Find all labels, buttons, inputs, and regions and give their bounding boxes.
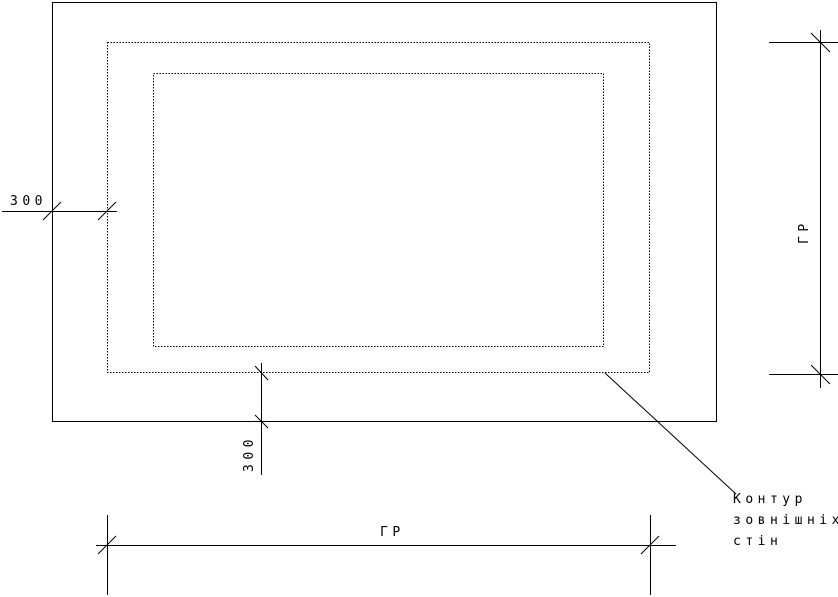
dim-label-bottom-gr: ГР bbox=[380, 525, 405, 540]
inner-contour bbox=[153, 73, 604, 347]
callout-text-line-1: Контур bbox=[733, 492, 807, 507]
dim-label-left-300: 300 bbox=[10, 194, 47, 209]
dimension-bottom-gr bbox=[96, 515, 676, 595]
callout-text-line-3: стін bbox=[733, 534, 782, 549]
dim-label-right-gr: ГР bbox=[797, 219, 812, 244]
dim-label-bottom-300: 300 bbox=[242, 435, 257, 472]
outer-walls-contour bbox=[107, 42, 650, 373]
dimension-right-gr bbox=[769, 30, 838, 388]
outer-boundary-rect bbox=[52, 2, 717, 422]
callout-leader-line bbox=[604, 372, 737, 495]
dimension-left-300 bbox=[2, 201, 117, 221]
callout-text-line-2: зовнішніх bbox=[733, 513, 838, 528]
dimension-bottom-300 bbox=[254, 363, 269, 475]
